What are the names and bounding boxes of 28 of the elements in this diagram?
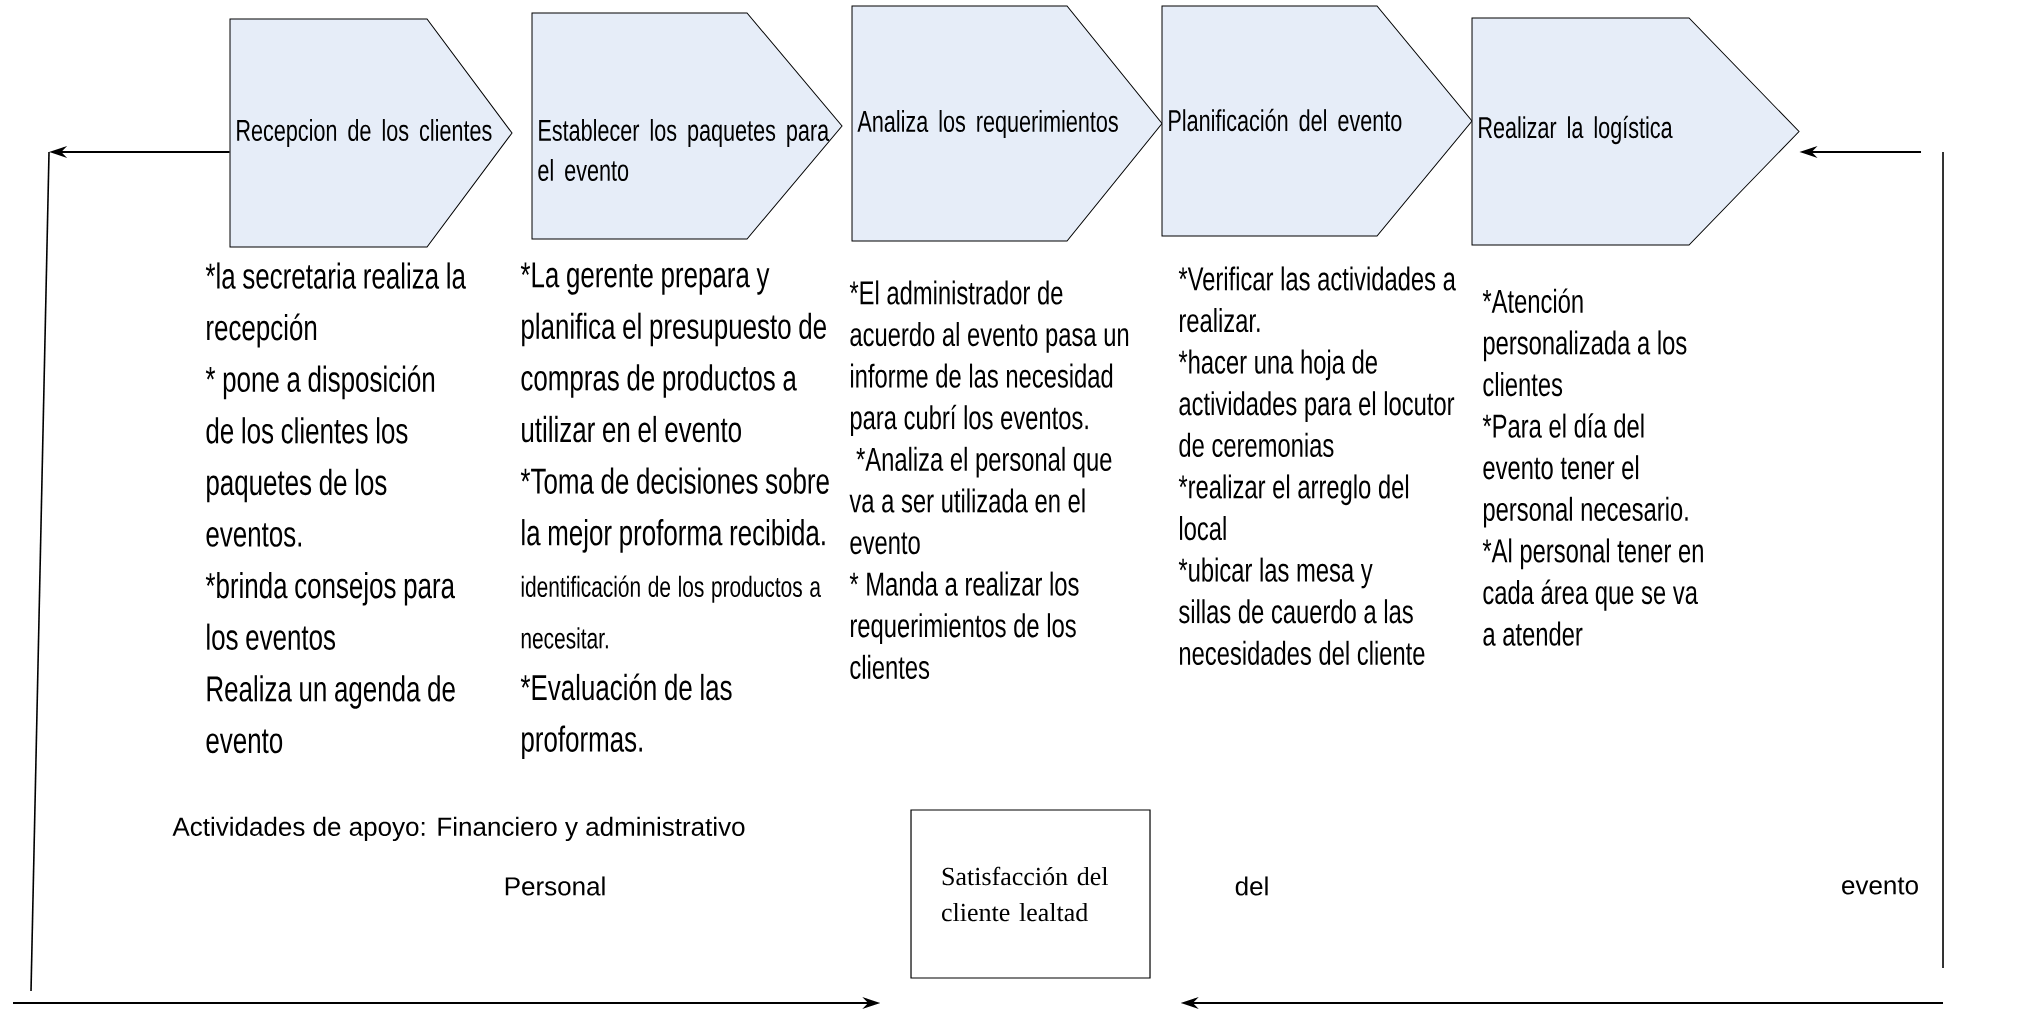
- bullet-text: *Verificar las actividades a realizar.: [1178, 266, 1456, 333]
- chevron-box: Planificación del evento: [1161, 5, 1473, 237]
- bullet-text: *la secretaria realiza la recepción: [205, 262, 466, 348]
- chevron-box: Realizar la logística: [1471, 17, 1800, 246]
- label-text: Personal: [505, 876, 605, 896]
- bullet-text: * pone a disposición de los clientes los paquetes de los eventos.: [205, 365, 435, 547]
- label-text: del: [1235, 876, 1268, 896]
- label-text: Actividades de apoyo: Financiero y administrativo: [172, 816, 745, 842]
- bullet-text: *El administrador de acuerdo al evento pasa un informe de las necesidad para cubrí los eventos.: [849, 280, 1129, 436]
- bullet-text: *Para el día del evento tener el personal necesario.: [1482, 413, 1688, 528]
- bullet-text: *Evaluación de las proformas.: [520, 673, 732, 760]
- text-box: Satisfacción del cliente lealtad: [910, 809, 1151, 979]
- bullet-text: identificación de los productos a necesitar.: [521, 575, 821, 649]
- bullet-text: *realizar el arreglo del local: [1178, 474, 1409, 541]
- bullet-text: *La gerente prepara y planifica el presupuesto de compras de productos a utilizar en el evento: [520, 262, 826, 443]
- bullet-text: Realiza un agenda de evento: [206, 675, 455, 754]
- bullet-text: *Atención personalizada a los clientes: [1482, 288, 1687, 397]
- bullet-text: *Al personal tener en cada área que se va a atender: [1482, 538, 1703, 646]
- bullet-text: * Manda a realizar los requerimientos de los clientes: [849, 571, 1079, 679]
- chevron-box: Recepcion de los clientes: [229, 18, 513, 248]
- chevron-box: Analiza los requerimientos: [851, 5, 1163, 242]
- bullet-text: *brinda consejos para los eventos: [205, 572, 455, 650]
- chevron-box: Establecer los paquetes para el evento: [531, 12, 843, 240]
- bullet-text: *Analiza el personal que va a ser utilizada en el evento: [849, 446, 1112, 555]
- label-text: evento: [1842, 877, 1918, 895]
- bullet-text: *ubicar las mesa y sillas de cauerdo a las necesidades del cliente: [1178, 557, 1425, 665]
- bullet-text: *Toma de decisiones sobre la mejor proforma recibida.: [520, 467, 829, 553]
- bullet-text: *hacer una hoja de actividades para el locutor de ceremonias: [1178, 349, 1455, 457]
